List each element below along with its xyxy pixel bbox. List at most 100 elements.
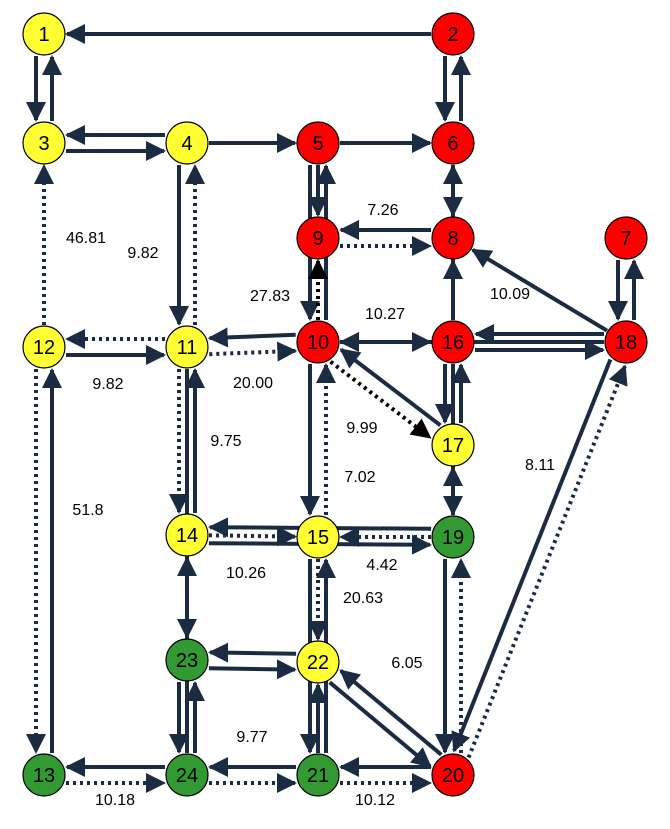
edge-label-16-to-8: 10.09 [490, 286, 530, 303]
node-circle-24 [165, 753, 209, 797]
node-8: 8 [431, 216, 475, 260]
edge-label-12-to-3: 46.81 [66, 230, 106, 247]
node-9: 9 [296, 216, 340, 260]
node-label-4: 4 [181, 133, 192, 155]
edge-10-to-11 [207, 327, 296, 348]
node-15: 15 [296, 515, 340, 559]
edge-label-10-to-9: 27.83 [250, 288, 290, 305]
node-23: 23 [165, 638, 209, 682]
edge-label-10-to-17: 9.99 [346, 420, 377, 437]
node-circle-7 [604, 216, 648, 260]
node-18: 18 [604, 320, 648, 364]
node-2: 2 [431, 12, 475, 56]
node-circle-5 [296, 121, 340, 165]
node-label-8: 8 [447, 228, 458, 250]
node-label-1: 1 [38, 24, 49, 46]
node-7: 7 [604, 216, 648, 260]
node-19: 19 [431, 515, 475, 559]
node-13: 13 [22, 753, 66, 797]
edge-11-to-10 [209, 341, 298, 362]
edge-label-11-to-4: 9.82 [127, 245, 158, 262]
node-circle-6 [431, 121, 475, 165]
node-label-10: 10 [307, 332, 329, 354]
node-4: 4 [165, 121, 209, 165]
node-label-7: 7 [620, 228, 631, 250]
node-6: 6 [431, 121, 475, 165]
node-label-11: 11 [177, 337, 198, 359]
node-circle-4 [165, 121, 209, 165]
node-label-15: 15 [307, 527, 329, 549]
node-circle-14 [165, 513, 209, 557]
node-circle-13 [22, 753, 66, 797]
edge-label-20-to-19: 6.05 [391, 655, 422, 672]
node-label-6: 6 [447, 133, 458, 155]
edge-label-13-to-24: 10.18 [95, 792, 135, 809]
node-label-18: 18 [615, 332, 637, 354]
node-circle-20 [431, 753, 475, 797]
edge-14-to-15 [208, 526, 297, 547]
edge-label-19-to-15: 4.42 [366, 557, 397, 574]
edge-20-to-18 [466, 364, 628, 759]
node-circle-2 [431, 12, 475, 56]
node-label-21: 21 [307, 765, 329, 787]
edge-label-12-to-13: 51.8 [72, 502, 103, 519]
node-14: 14 [165, 513, 209, 557]
node-circle-8 [431, 216, 475, 260]
node-21: 21 [296, 753, 340, 797]
node-label-23: 23 [176, 650, 198, 672]
node-circle-9 [296, 216, 340, 260]
node-circle-11 [165, 325, 209, 369]
node-24: 24 [165, 753, 209, 797]
node-5: 5 [296, 121, 340, 165]
node-circle-21 [296, 753, 340, 797]
node-circle-17 [431, 423, 475, 467]
edge-label-11-to-12: 9.82 [92, 376, 123, 393]
node-label-5: 5 [312, 133, 323, 155]
node-22: 22 [296, 640, 340, 684]
node-circle-23 [165, 638, 209, 682]
node-circle-19 [431, 515, 475, 559]
edge-label-9-to-8: 7.26 [367, 202, 398, 219]
edge-22-to-20 [328, 680, 432, 768]
node-label-2: 2 [447, 24, 458, 46]
edge-23-to-22 [208, 659, 297, 680]
edge-label-11-to-14: 9.75 [210, 433, 241, 450]
edge-18-to-8 [470, 248, 609, 333]
edge-label-15-to-10: 7.02 [344, 469, 375, 486]
node-circle-22 [296, 640, 340, 684]
node-20: 20 [431, 753, 475, 797]
edge-label-10-to-16: 10.27 [365, 306, 405, 323]
edges-layer [26, 24, 644, 793]
node-label-13: 13 [33, 765, 55, 787]
node-3: 3 [22, 121, 66, 165]
edge-label-24-to-21: 9.77 [236, 729, 267, 746]
node-circle-16 [431, 320, 475, 364]
node-circle-3 [22, 121, 66, 165]
node-label-24: 24 [176, 765, 198, 787]
edge-18-to-20 [451, 358, 613, 753]
node-label-22: 22 [307, 652, 329, 674]
node-label-17: 17 [442, 435, 464, 457]
node-1: 1 [22, 12, 66, 56]
node-10: 10 [296, 320, 340, 364]
node-label-12: 12 [33, 337, 55, 359]
node-label-19: 19 [442, 527, 464, 549]
edge-label-15-to-22: 20.63 [343, 590, 383, 607]
edge-label-11-to-10: 20.00 [233, 375, 273, 392]
node-12: 12 [22, 325, 66, 369]
node-label-3: 3 [38, 133, 49, 155]
node-label-20: 20 [442, 765, 464, 787]
node-label-16: 16 [442, 332, 464, 354]
node-circle-15 [296, 515, 340, 559]
edge-label-20-to-18: 8.11 [525, 457, 555, 474]
edge-22-to-23 [208, 642, 297, 663]
node-16: 16 [431, 320, 475, 364]
edge-label-14-to-15: 10.26 [226, 565, 266, 582]
edge-labels-layer: 7.26 10.09 27.83 10.27 20.00 9.82 46.81 9.82 9.9… [66, 202, 555, 809]
node-label-9: 9 [312, 228, 323, 250]
edge-20-to-22 [339, 669, 443, 757]
node-circle-12 [22, 325, 66, 369]
node-label-14: 14 [176, 525, 198, 547]
